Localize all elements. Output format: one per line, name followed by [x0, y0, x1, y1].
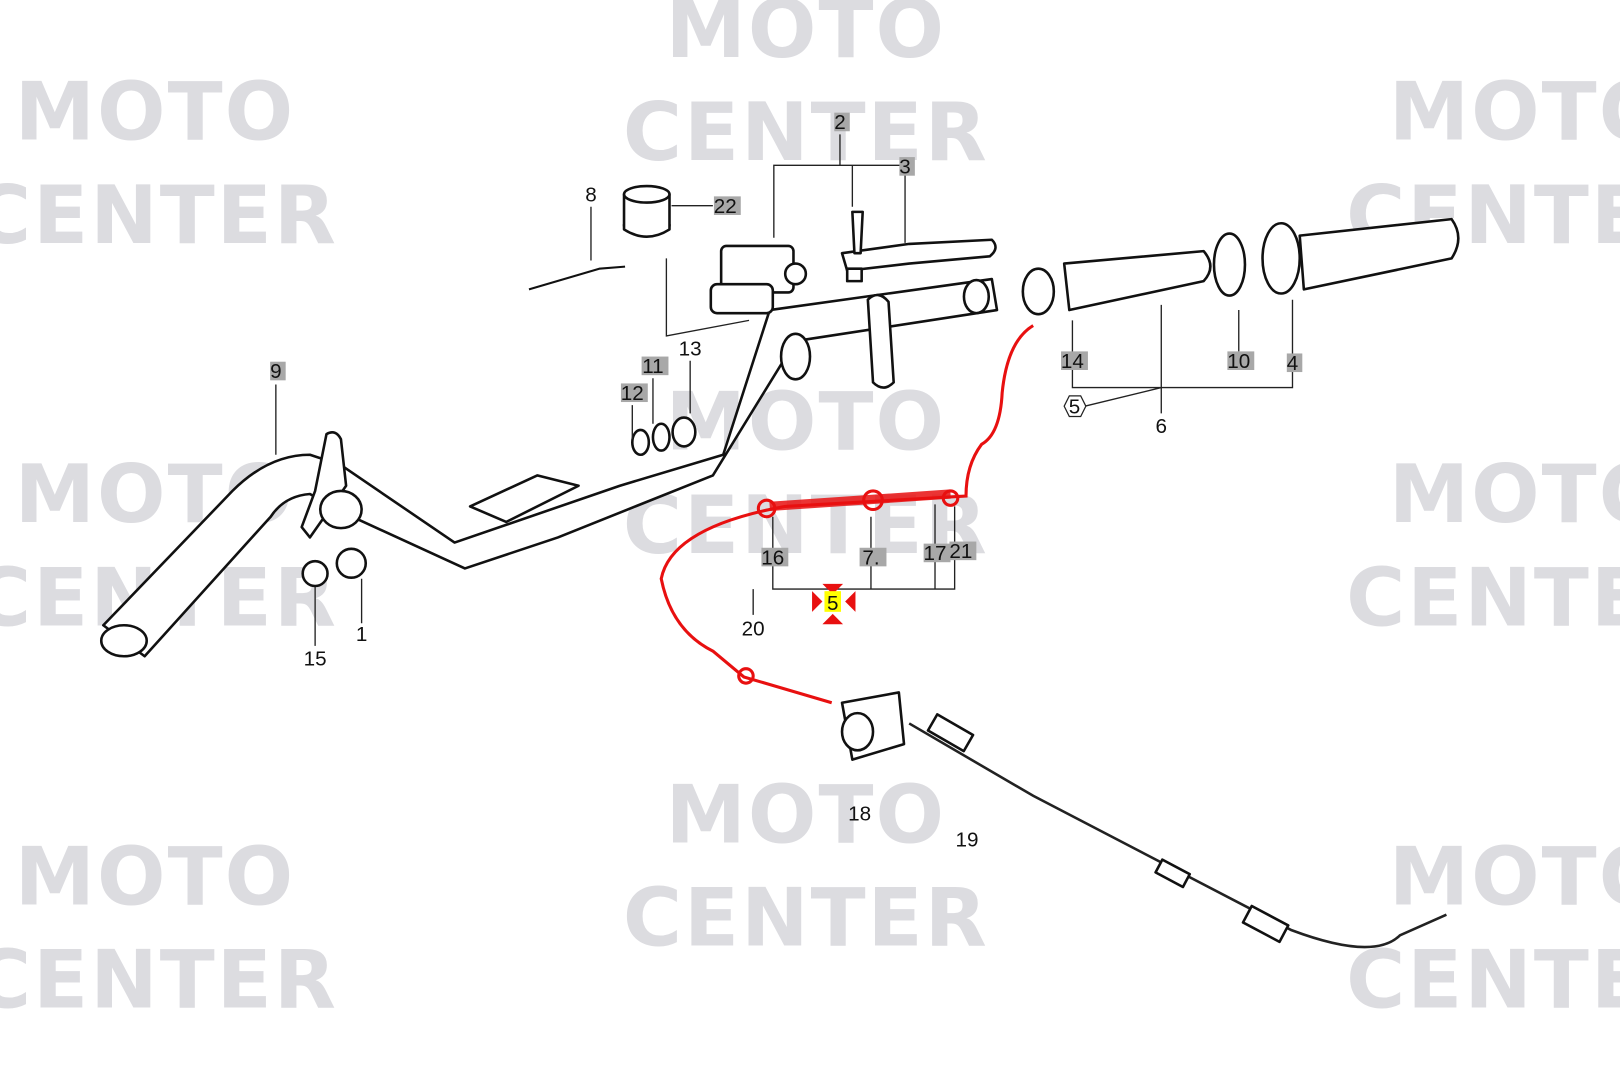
callout-bg — [899, 157, 915, 176]
callout-number: 20 — [742, 618, 765, 641]
watermark-text: CENTER — [0, 934, 338, 1028]
callout-bg — [834, 112, 850, 132]
watermark-text: MOTO — [666, 768, 946, 862]
part-callout-2[interactable]: 2 — [834, 111, 850, 134]
callout-bg — [713, 196, 741, 215]
part-callout-9[interactable]: 9 — [270, 360, 286, 383]
part-callout-1[interactable]: 1 — [356, 623, 367, 646]
callout-bg — [859, 547, 887, 567]
watermark-text: CENTER — [1346, 551, 1620, 645]
part-callout-12[interactable]: 12 — [621, 382, 648, 405]
callout-number: 4 — [1287, 352, 1298, 375]
callout-number: 7. — [862, 546, 879, 569]
highlighted-cable-part-5[interactable] — [659, 324, 1035, 705]
callout-number: 8 — [585, 184, 596, 207]
part-callout-14[interactable]: 14 — [1061, 350, 1088, 373]
callout-number: 5 — [1069, 395, 1080, 418]
part-callout-3[interactable]: 3 — [899, 156, 915, 179]
watermark-text: MOTO — [666, 376, 946, 470]
callout-bg — [1227, 351, 1255, 370]
callout-number: 2 — [834, 111, 845, 134]
callout-number: 15 — [304, 648, 327, 671]
watermark-text: MOTO — [15, 66, 295, 160]
part-callout-20[interactable]: 20 — [742, 618, 765, 641]
handlebar-drawing — [99, 184, 1460, 949]
part-callout-11[interactable]: 11 — [641, 355, 669, 378]
callout-number: 18 — [848, 803, 871, 826]
callout-bg — [270, 361, 286, 381]
callout-number: 10 — [1227, 350, 1250, 373]
callout-bg — [1286, 353, 1303, 373]
hexagon-icon — [1063, 395, 1087, 418]
watermark-text: CENTER — [0, 169, 338, 263]
callout-number: 21 — [949, 540, 972, 563]
callout-number: 17 — [924, 542, 947, 565]
watermark-text: CENTER — [623, 86, 989, 180]
callout-number: 6 — [1156, 415, 1167, 438]
callout-bg — [620, 383, 648, 403]
watermark-text: CENTER — [623, 872, 989, 966]
part-callout-21[interactable]: 21 — [949, 540, 977, 563]
callout-bg — [761, 547, 789, 567]
watermark-text: CENTER — [1346, 934, 1620, 1028]
callout-number: 14 — [1061, 350, 1084, 373]
part-callout-7[interactable]: 7. — [859, 546, 887, 569]
callout-number: 11 — [642, 355, 663, 378]
part-callout-6[interactable]: 6 — [1156, 415, 1167, 438]
selected-part-marker[interactable]: 5 — [812, 583, 856, 625]
part-callout-5-assembly[interactable]: 5 — [1063, 395, 1087, 418]
watermark-text: MOTO — [1389, 830, 1620, 924]
part-callout-17[interactable]: 17 — [924, 542, 951, 565]
part-callout-19[interactable]: 19 — [956, 828, 979, 851]
callout-number: 1 — [356, 623, 367, 646]
part-callout-10[interactable]: 10 — [1227, 350, 1255, 373]
watermark-text: MOTO — [1389, 66, 1620, 160]
callout-number: 22 — [714, 195, 737, 218]
callout-bg — [949, 541, 977, 561]
watermark-text: MOTO — [15, 830, 295, 924]
callout-bg — [641, 356, 669, 376]
part-callout-16[interactable]: 16 — [761, 546, 789, 569]
callout-number: 13 — [679, 338, 702, 361]
callout-bg — [923, 543, 951, 563]
part-callout-22[interactable]: 22 — [714, 195, 741, 218]
callout-number: 9 — [270, 360, 281, 383]
callout-number: 3 — [899, 156, 910, 179]
callout-number: 19 — [956, 828, 979, 851]
watermark-text: MOTO — [1389, 448, 1620, 542]
part-callout-13[interactable]: 13 — [679, 338, 702, 361]
part-callout-18[interactable]: 18 — [848, 803, 871, 826]
watermark-text: MOTO — [666, 0, 946, 77]
selected-part-label: 5 — [827, 592, 838, 615]
part-callout-15[interactable]: 15 — [304, 648, 327, 671]
callout-bg — [1061, 351, 1088, 370]
callout-number: 16 — [761, 546, 784, 569]
callout-number: 12 — [621, 382, 644, 405]
part-callout-8[interactable]: 8 — [585, 184, 596, 207]
part-callout-4[interactable]: 4 — [1287, 352, 1303, 375]
